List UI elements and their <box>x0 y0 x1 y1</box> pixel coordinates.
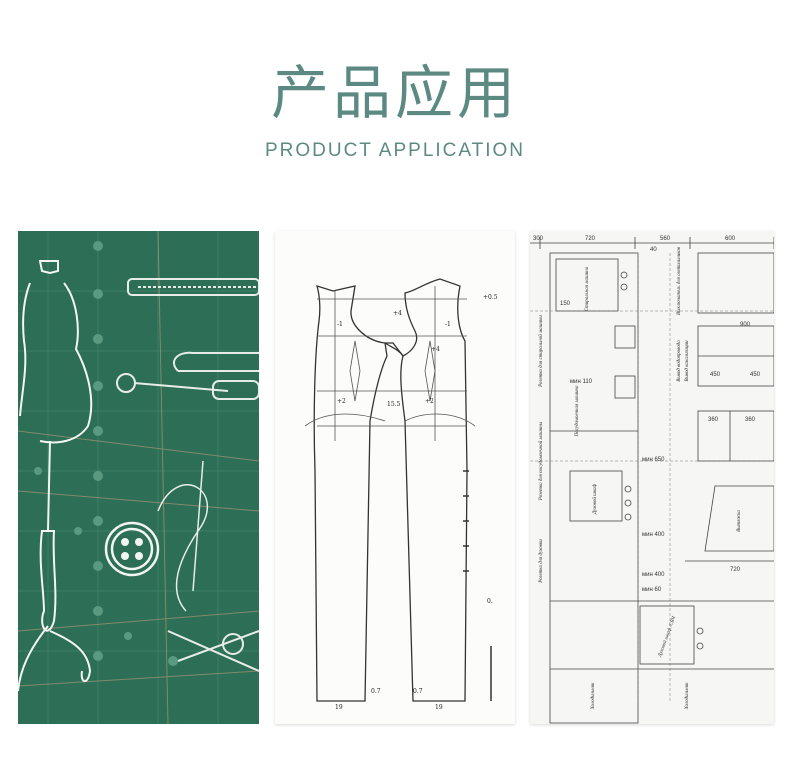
kitchen-label: Духовой шкаф <box>592 483 598 515</box>
kitchen-dim: 560 <box>660 236 671 242</box>
kitchen-label: Стиральная машина <box>585 266 590 311</box>
kitchen-dim: мин 400 <box>642 572 665 578</box>
kitchen-dim: мин 60 <box>642 587 662 593</box>
pattern-label: -1 <box>445 321 451 328</box>
pattern-label: -1 <box>337 321 343 328</box>
kitchen-label: Выключатель для светильников <box>677 246 682 315</box>
pattern-label: 0.7 <box>371 688 381 695</box>
pattern-label: +2 <box>425 398 434 405</box>
kitchen-dim: 360 <box>745 417 756 423</box>
pattern-label: 19 <box>435 704 443 711</box>
pattern-label: +0.5 <box>483 294 498 301</box>
kitchen-label: Вытяжка <box>737 510 742 532</box>
pattern-drawing: 15.5 0.7 0.7 19 19 +0.5 +4 +2 +2 -1 -1 +… <box>304 278 498 711</box>
pattern-label: +2 <box>337 398 346 405</box>
kitchen-label: Розетка для посудомоечной машины <box>538 421 544 501</box>
kitchen-label: Розетка для духовки <box>539 539 544 584</box>
kitchen-dim: 720 <box>585 236 596 242</box>
pattern-label: 15.5 <box>387 401 401 408</box>
kitchen-dim: 450 <box>750 372 761 378</box>
kitchen-label: Вывод водопровода <box>677 340 682 382</box>
kitchen-dim: 360 <box>708 417 719 423</box>
pattern-label: 19 <box>335 704 343 711</box>
kitchen-dim: мин 110 <box>570 379 593 385</box>
kitchen-label: Холодильник <box>591 682 596 710</box>
pattern-label: 0. <box>487 598 493 605</box>
kitchen-dim: 40 <box>650 247 657 253</box>
kitchen-dim: 900 <box>740 322 751 328</box>
kitchen-label: Духовой шкаф /СВЧ <box>657 615 678 658</box>
kitchen-dim: 600 <box>725 236 736 242</box>
kitchen-dim: мин 400 <box>642 532 665 538</box>
kitchen-label: Посудомоечная машина <box>575 385 580 438</box>
sewing-tools-image <box>18 231 259 724</box>
section-title-cn: 产品应用 <box>270 59 519 127</box>
kitchen-drawing: 300 720 560 600 40 150 900 450 450 360 3… <box>530 236 774 724</box>
garment-pattern-image: 15.5 0.7 0.7 19 19 +0.5 +4 +2 +2 -1 -1 +… <box>275 231 515 724</box>
kitchen-dim: мин 650 <box>642 457 665 463</box>
kitchen-label: Розетка для стиральной машины <box>538 315 544 388</box>
pattern-label: 0.7 <box>413 688 423 695</box>
pattern-label: +4 <box>393 310 402 317</box>
kitchen-dim: 150 <box>560 301 571 307</box>
kitchen-plan-image: 300 720 560 600 40 150 900 450 450 360 3… <box>530 231 774 724</box>
section-title-en: PRODUCT APPLICATION <box>264 140 526 161</box>
pattern-label: +4 <box>431 346 440 353</box>
kitchen-dim: 450 <box>710 372 721 378</box>
kitchen-label: Холодильник <box>685 682 690 710</box>
kitchen-dim: 300 <box>533 236 544 242</box>
kitchen-dim: 720 <box>730 567 741 573</box>
kitchen-label: Вывод канализации <box>685 340 690 382</box>
